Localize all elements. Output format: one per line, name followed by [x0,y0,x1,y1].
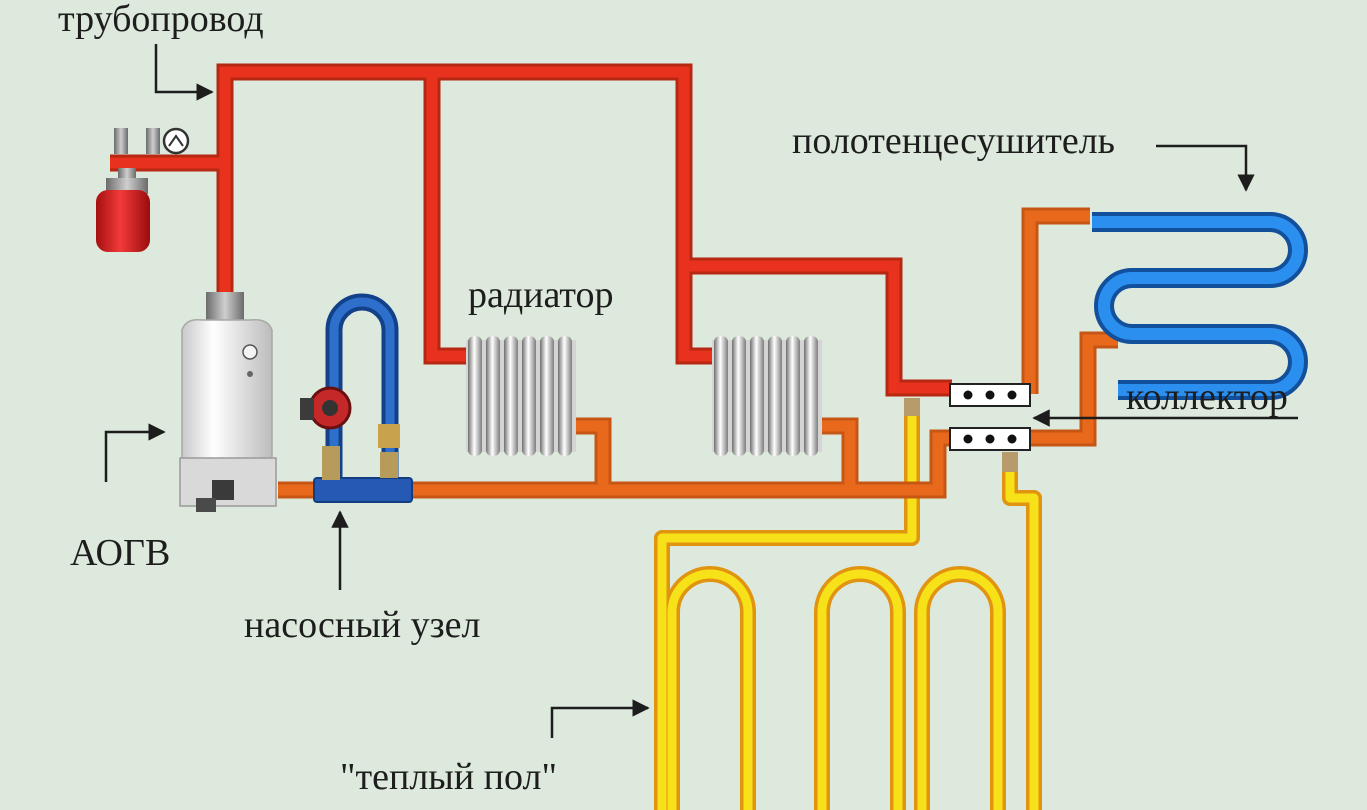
boiler-burner [212,480,234,500]
towel-dryer-coil [1092,212,1308,400]
boiler-flue [206,292,244,324]
label-radiator: радиатор [468,274,614,316]
boiler-gauge-icon [242,344,258,360]
label-towel-dryer: полотенцесушитель [792,120,1115,162]
label-pipeline: трубопровод [58,0,264,40]
boiler-aogv [179,292,277,512]
air-valve [114,128,128,154]
pump-valve [322,446,340,480]
pump-unit [300,293,413,503]
collector-manifold [949,383,1031,451]
warm-floor-arrow [550,699,650,738]
callout-arrows [104,44,1298,738]
return-pipeline [278,207,1118,499]
pipeline-arrow [154,44,214,101]
label-boiler: АОГВ [70,532,171,574]
bypass-valve [378,424,400,448]
towel-dryer-arrow [1156,144,1255,192]
safety-valve [146,128,160,154]
expansion-tank-group [96,127,190,252]
expansion-tank [96,190,150,252]
radiator-right [712,336,822,456]
radiator-left [466,336,576,456]
pressure-gauge-icon [162,127,190,155]
boiler-arrow [104,423,166,482]
label-collector: коллектор [1126,376,1288,418]
supply-pipeline [110,63,952,397]
label-pump-unit: насосный узел [244,604,481,646]
warm-floor-loop [654,398,1042,810]
label-warm-floor: "теплый пол" [340,756,557,798]
